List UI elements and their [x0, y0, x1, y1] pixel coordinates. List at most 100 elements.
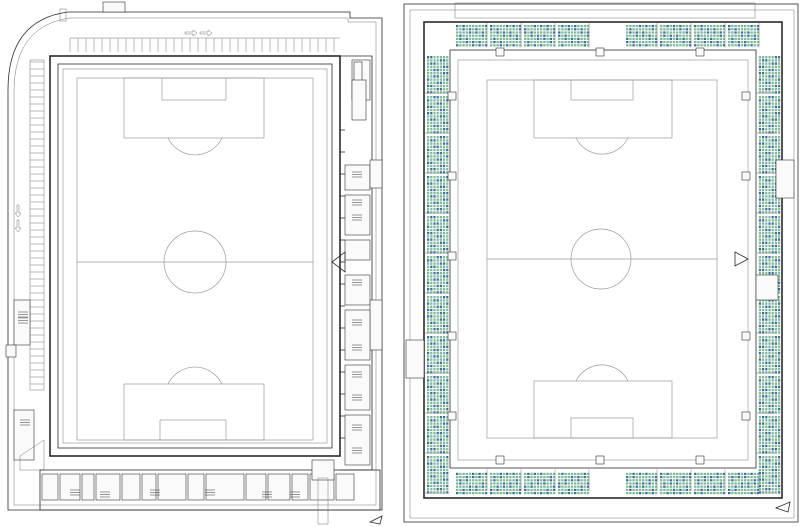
seat	[648, 31, 651, 34]
seat	[765, 244, 768, 248]
seat	[771, 216, 774, 219]
seat	[740, 31, 744, 34]
seat	[765, 395, 768, 398]
seat	[427, 342, 430, 345]
seat	[518, 34, 522, 37]
seat	[710, 472, 713, 475]
seat	[762, 171, 765, 174]
seat	[753, 41, 756, 44]
seat	[758, 456, 761, 459]
seat	[468, 44, 472, 47]
seat	[685, 34, 688, 37]
side-stair	[775, 159, 795, 199]
seat	[626, 479, 629, 482]
seat	[762, 358, 765, 361]
seat	[583, 25, 586, 28]
seat	[778, 408, 781, 411]
seat	[506, 37, 509, 40]
seat	[771, 302, 774, 305]
seat	[758, 348, 761, 352]
penalty-area-top	[123, 77, 265, 139]
seat	[778, 302, 781, 305]
seat	[758, 188, 761, 192]
seat	[570, 472, 574, 475]
seat	[778, 62, 781, 65]
seat	[758, 404, 761, 408]
seat	[430, 339, 433, 342]
seat	[427, 112, 430, 115]
seat	[765, 364, 768, 368]
south-stand-seating	[456, 469, 760, 495]
seat	[731, 41, 734, 44]
seat	[540, 41, 543, 44]
seat	[778, 315, 781, 318]
seat	[436, 62, 439, 65]
seat	[570, 476, 574, 479]
seat	[430, 208, 433, 211]
seat	[436, 388, 439, 392]
seat	[774, 451, 777, 454]
seat	[774, 382, 777, 385]
seat	[433, 324, 436, 328]
seat	[758, 251, 761, 254]
seat	[524, 25, 527, 28]
seat	[635, 44, 638, 47]
seat	[570, 34, 574, 37]
seat	[697, 482, 700, 485]
seat	[765, 441, 768, 444]
seat	[716, 28, 719, 31]
seat	[574, 485, 577, 488]
seat	[456, 25, 459, 28]
seat	[700, 28, 703, 31]
seat	[430, 182, 433, 185]
seat	[443, 219, 446, 222]
seat	[430, 376, 433, 379]
seat	[427, 171, 430, 174]
seat	[430, 321, 433, 324]
seat	[561, 472, 564, 475]
seat	[427, 281, 430, 284]
seat	[433, 168, 436, 171]
seat	[427, 475, 430, 478]
seat	[577, 34, 580, 37]
seat	[427, 456, 430, 459]
seat	[762, 56, 765, 59]
seat	[765, 404, 768, 408]
seat	[765, 312, 768, 315]
seat	[436, 108, 439, 112]
seat	[443, 432, 446, 435]
seat	[731, 25, 734, 28]
seat	[778, 99, 781, 102]
seat	[527, 488, 530, 491]
seat	[765, 336, 768, 339]
seat	[762, 222, 765, 225]
seat	[768, 128, 771, 131]
seat	[530, 472, 533, 475]
seat	[430, 192, 433, 195]
seat	[427, 192, 430, 195]
seat	[774, 352, 777, 355]
seat	[758, 219, 761, 222]
seat	[574, 482, 577, 485]
seat	[663, 31, 666, 34]
seat	[436, 428, 439, 432]
seat	[768, 179, 771, 182]
seat	[697, 34, 700, 37]
seat	[433, 395, 436, 398]
seat	[765, 382, 768, 385]
seat	[651, 492, 654, 495]
seat	[771, 139, 774, 142]
seat	[645, 41, 648, 44]
room	[344, 239, 371, 261]
seat	[768, 188, 771, 192]
seat	[439, 491, 442, 494]
seat	[430, 115, 433, 118]
seat	[765, 465, 768, 468]
seat	[427, 88, 430, 91]
seat	[499, 492, 502, 495]
seat	[430, 355, 433, 358]
seat	[747, 44, 750, 47]
seat	[439, 128, 442, 131]
seat	[427, 56, 430, 59]
seat	[446, 204, 449, 208]
